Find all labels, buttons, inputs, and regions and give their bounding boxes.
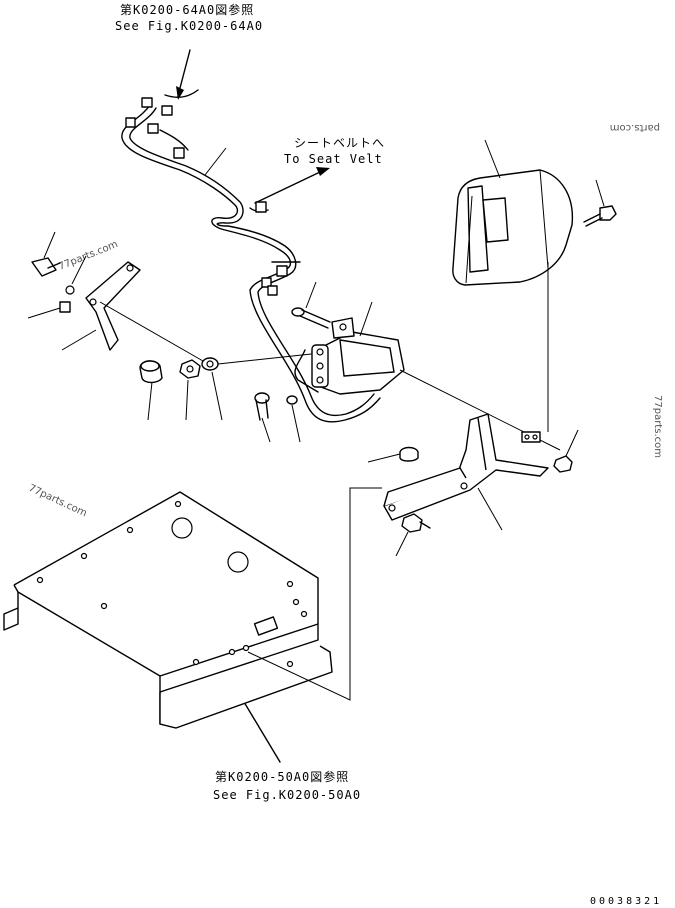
monitor-bolt — [583, 205, 617, 227]
watermark-lower-left: 77parts.com — [27, 483, 89, 520]
watermark-right-side: 77parts.com — [652, 395, 663, 458]
top-reference-jp: 第K0200-64A0図参照 — [120, 2, 254, 17]
seat-belt-label-en: To Seat Velt — [284, 152, 383, 166]
clip — [59, 301, 71, 313]
rubber-cap — [139, 360, 163, 384]
top-reference-arrow — [176, 49, 191, 100]
left-connector-plug — [31, 257, 61, 277]
base-plate — [3, 491, 333, 729]
leader-line — [43, 231, 56, 259]
mounting-bracket — [383, 413, 549, 521]
leader-line — [305, 281, 317, 309]
serial-number: 00038321 — [590, 896, 662, 907]
bracket-pad — [399, 446, 419, 462]
bracket-bolt — [401, 513, 431, 533]
leader-line — [27, 307, 61, 319]
connector-block — [276, 265, 288, 277]
leader-line — [247, 487, 382, 701]
switch-box — [311, 317, 405, 395]
leader-line — [395, 531, 409, 557]
connector-block — [255, 201, 267, 213]
leader-line — [71, 255, 87, 285]
connector-block — [161, 105, 173, 116]
leader-line — [204, 147, 227, 176]
top-reference-en: See Fig.K0200-64A0 — [115, 19, 263, 33]
left-bracket — [85, 261, 141, 351]
watermark-upper-left: 77parts.com — [57, 239, 120, 273]
leader-line — [477, 487, 503, 531]
monitor-cover — [452, 169, 574, 286]
leader-line — [211, 371, 223, 421]
leader-line — [147, 381, 153, 421]
bottom-reference-arrow — [238, 695, 281, 763]
lower-bolt — [254, 392, 270, 421]
connector-block — [147, 123, 159, 134]
connector-block — [261, 277, 272, 288]
seat-belt-label-jp: シートベルトへ — [294, 136, 385, 150]
leader-line — [595, 179, 605, 207]
leader-line — [261, 417, 271, 443]
leader-line — [61, 329, 97, 351]
harness-connectors — [125, 97, 288, 296]
washer — [65, 285, 75, 295]
connector-block — [267, 285, 278, 296]
hex-nut — [179, 359, 201, 379]
bottom-reference-en: See Fig.K0200-50A0 — [213, 788, 361, 802]
switch-bolt — [291, 307, 331, 329]
connector-block — [173, 147, 185, 159]
leader-line — [359, 301, 373, 337]
connector-block — [141, 97, 153, 108]
connector-block — [125, 117, 136, 128]
seat-belt-arrow — [254, 167, 330, 204]
leader-line — [99, 301, 211, 366]
bracket-nut — [553, 455, 573, 473]
leader-line — [484, 139, 501, 179]
watermark-top-right: parts.com — [610, 122, 660, 133]
leader-line — [565, 429, 579, 457]
leader-line — [367, 453, 401, 463]
leader-line — [291, 404, 301, 443]
leader-line — [185, 379, 189, 421]
spacer — [201, 357, 219, 371]
bottom-reference-jp: 第K0200-50A0図参照 — [215, 769, 349, 784]
lower-washer — [286, 395, 298, 405]
